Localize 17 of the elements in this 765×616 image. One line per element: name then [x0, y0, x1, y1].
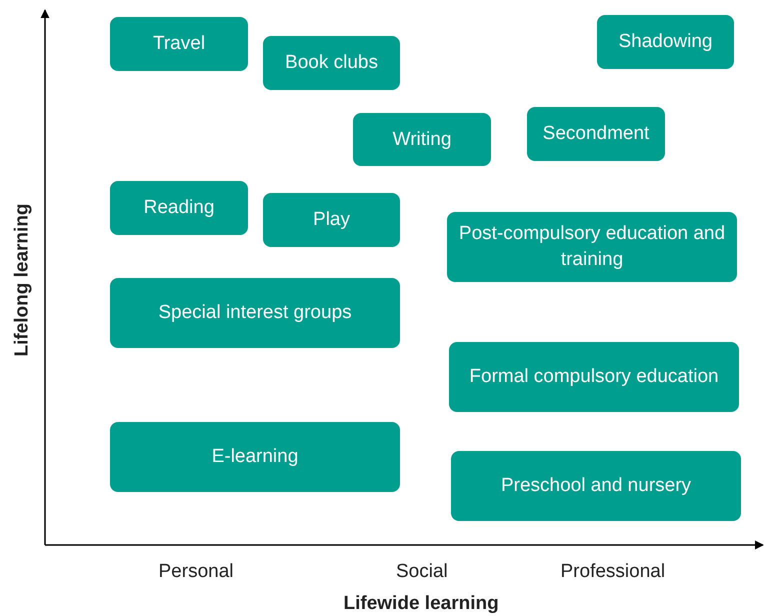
activity-box: Book clubs — [263, 36, 400, 90]
activity-box: Writing — [353, 113, 491, 166]
axis-title: Lifelong learning — [11, 203, 34, 357]
activity-box: Special interest groups — [110, 278, 400, 348]
activity-box: E-learning — [110, 422, 400, 492]
activity-box: Play — [263, 193, 400, 247]
axis-category-label: Social — [396, 561, 448, 583]
activity-box: Secondment — [527, 107, 665, 161]
activity-box: Post-compulsory education and training — [447, 212, 737, 282]
axis-category-label: Professional — [560, 561, 666, 583]
activity-box: Travel — [110, 17, 248, 71]
activity-box: Shadowing — [597, 15, 734, 69]
axis-title: Lifewide learning — [344, 593, 499, 615]
activity-box: Preschool and nursery — [451, 451, 741, 521]
activity-box: Reading — [110, 181, 248, 235]
axis-category-label: Personal — [158, 561, 234, 583]
activity-box: Formal compulsory education — [449, 342, 739, 412]
